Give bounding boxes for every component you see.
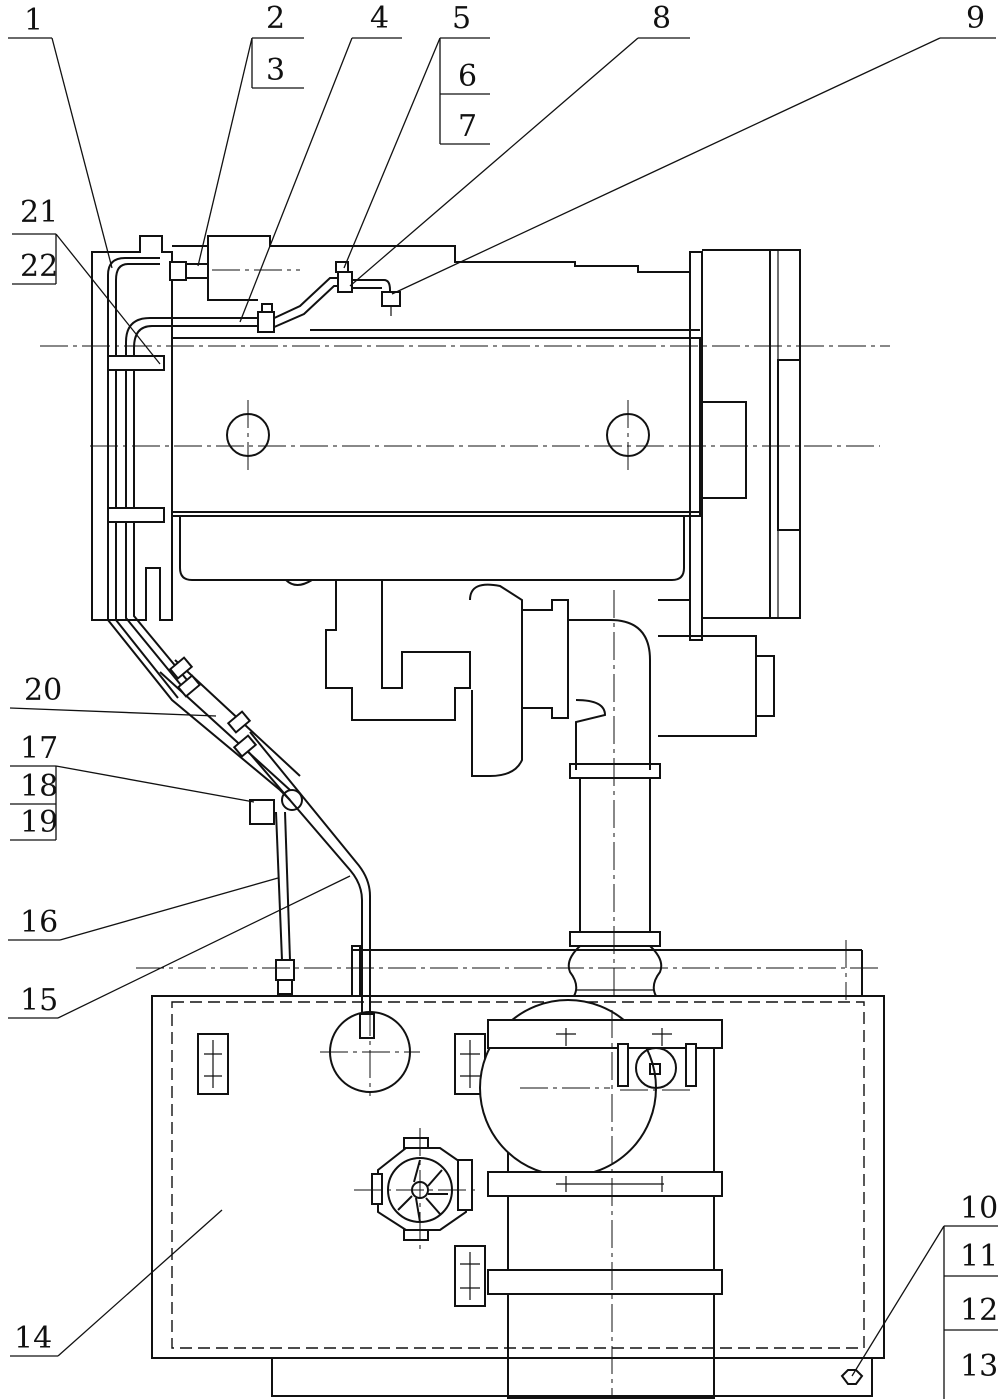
callout-16: 16	[20, 905, 58, 940]
fuel-pipes	[107, 257, 401, 1039]
callout-21: 21	[20, 195, 58, 230]
callout-13: 13	[960, 1349, 998, 1384]
callout-14: 14	[14, 1321, 52, 1356]
callout-15: 15	[20, 983, 58, 1018]
callout-9: 9	[966, 1, 985, 36]
callout-6: 6	[458, 59, 477, 94]
callout-20: 20	[24, 673, 62, 708]
pipe-fittings-diagonal	[168, 656, 258, 758]
engine-center-lines	[40, 269, 890, 470]
callout-2: 2	[266, 1, 285, 36]
fuel-pump	[354, 1128, 480, 1250]
callout-4: 4	[370, 1, 389, 36]
engine-assembly	[91, 235, 801, 1000]
callout-19: 19	[20, 805, 58, 840]
callout-8: 8	[652, 1, 671, 36]
callout-5: 5	[452, 1, 471, 36]
callout-11: 11	[960, 1239, 998, 1274]
callout-labels: 1 2 3 4 5 6 7 8 9 21 22 20 17 18 19 16 1…	[14, 1, 998, 1384]
callout-7: 7	[458, 109, 477, 144]
callout-10: 10	[960, 1191, 998, 1226]
callout-3: 3	[266, 53, 285, 88]
callout-18: 18	[20, 769, 58, 804]
tank-box	[136, 940, 885, 1399]
callout-22: 22	[20, 249, 58, 284]
callout-1: 1	[24, 3, 43, 38]
callout-12: 12	[960, 1293, 998, 1328]
fuel-filter	[479, 999, 723, 1399]
callout-17: 17	[20, 731, 58, 766]
leader-lines	[8, 37, 998, 1399]
